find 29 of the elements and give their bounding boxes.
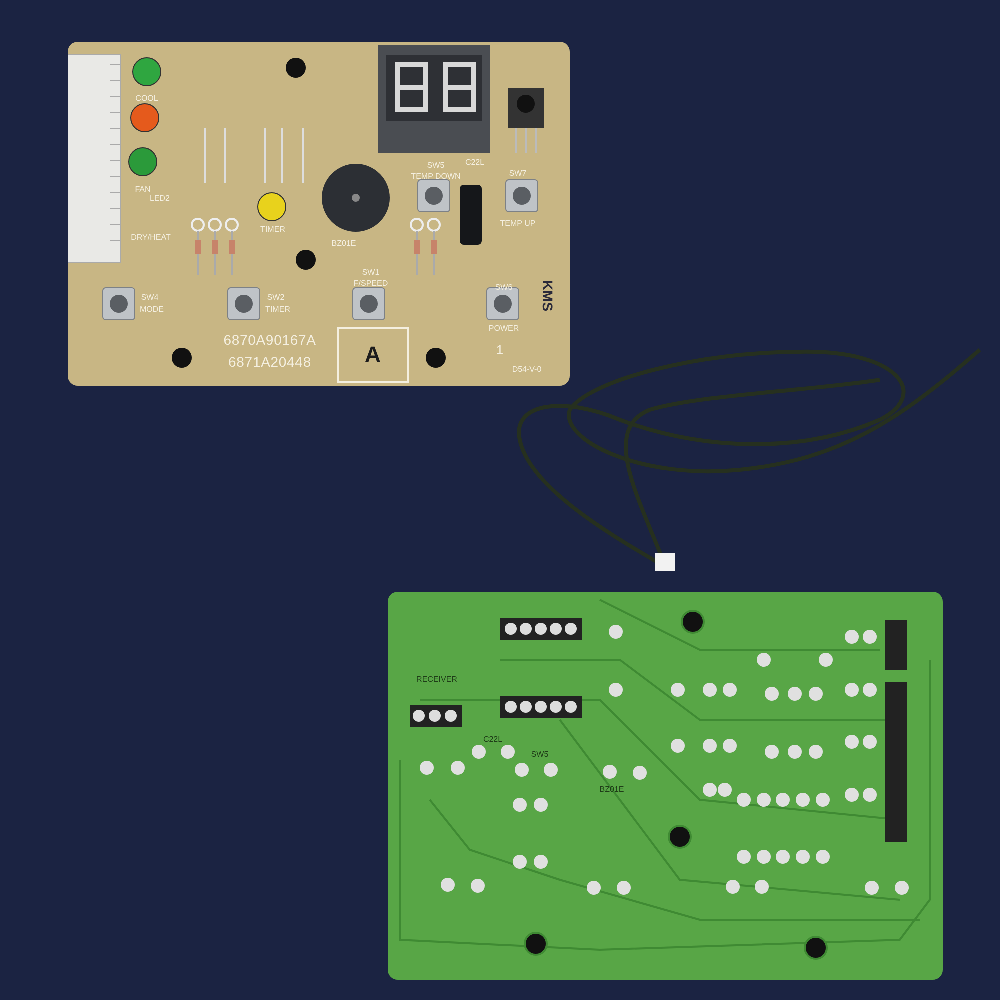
silkscreen-label: BZ01E — [332, 240, 356, 248]
part-number: 6870A90167A — [224, 333, 316, 347]
silkscreen-label: RECEIVER — [416, 676, 458, 684]
silkscreen-label: TEMP UP — [500, 220, 536, 228]
silkscreen-label: D54-V-0 — [512, 366, 542, 374]
silkscreen-label: FAN — [135, 186, 151, 194]
silkscreen-label: C22L — [465, 159, 485, 167]
silkscreen-label: COOL — [136, 95, 158, 103]
silkscreen-label: LED2 — [150, 195, 170, 203]
revision-mark: A — [365, 344, 381, 366]
silkscreen-label: 1 — [496, 344, 504, 356]
silkscreen-label: SW6 — [495, 284, 513, 292]
silkscreen-label: SW7 — [509, 170, 527, 178]
silkscreen-label: TIMER — [260, 226, 286, 234]
silkscreen-label: POWER — [488, 325, 520, 333]
silkscreen-label: SW2 — [267, 294, 285, 302]
silkscreen-label: SW1 — [362, 269, 380, 277]
part-number: 6871A20448 — [228, 355, 312, 369]
silkscreen-label: F/SPEED — [354, 280, 388, 288]
silkscreen-label: MODE — [140, 306, 164, 314]
handwritten-mark: KMS — [541, 280, 555, 312]
silkscreen-label: TIMER — [266, 306, 290, 314]
silkscreen-label: DRY/HEAT — [131, 234, 171, 242]
silkscreen-label: BZ01E — [600, 786, 624, 794]
silkscreen-label: SW5 — [531, 751, 549, 759]
silkscreen-label: SW5 — [427, 162, 445, 170]
silkscreen-label: TEMP DOWN — [411, 173, 461, 181]
silkscreen-label: C22L — [483, 736, 503, 744]
silkscreen-label: SW4 — [141, 294, 159, 302]
